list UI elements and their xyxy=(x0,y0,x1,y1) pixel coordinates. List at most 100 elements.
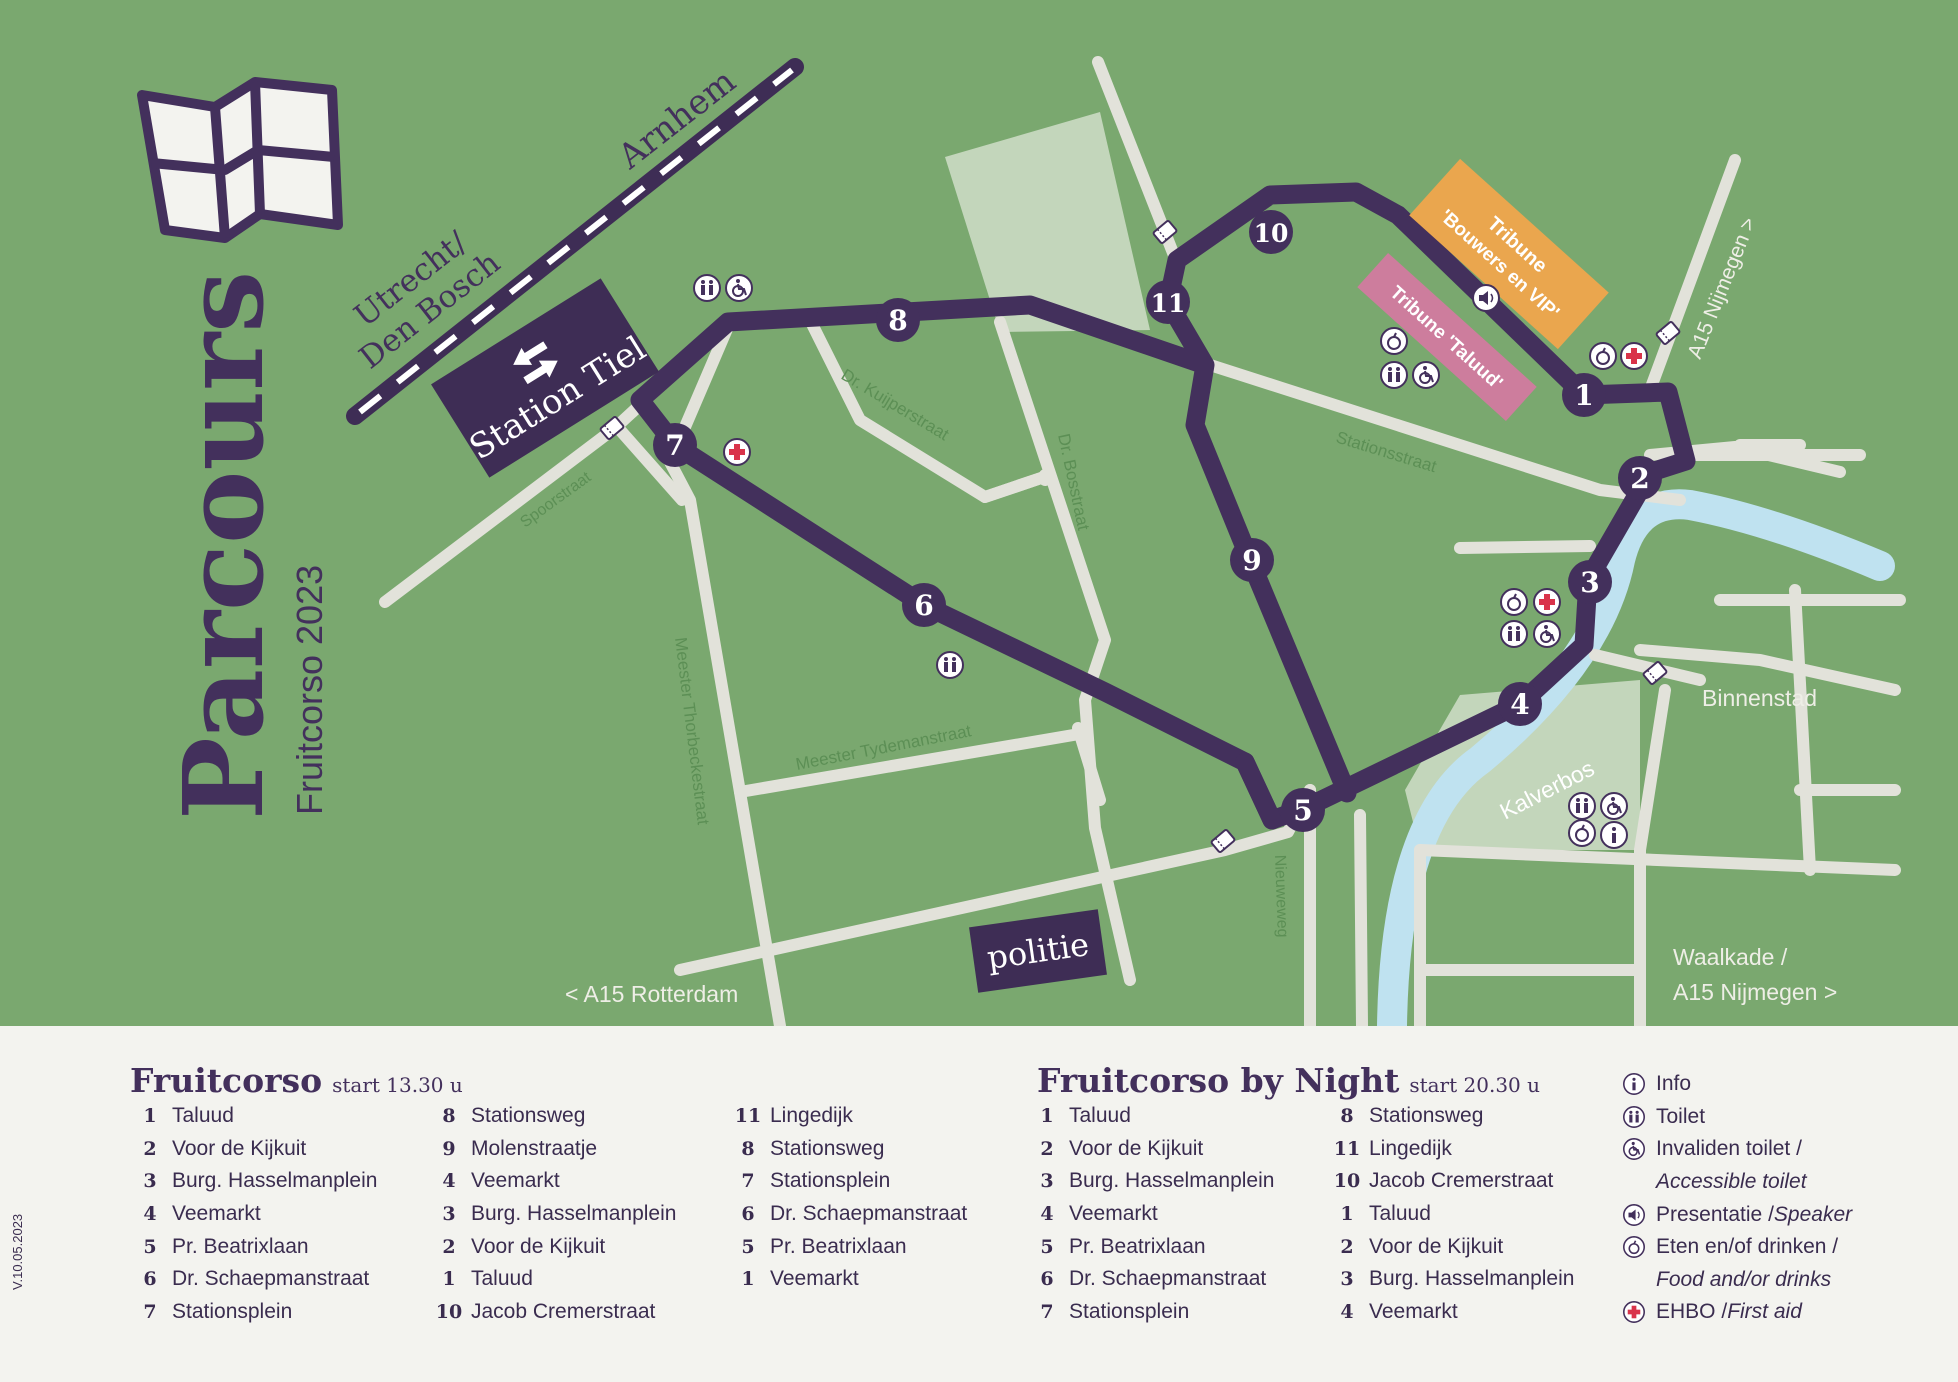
apple-icon[interactable] xyxy=(1380,327,1408,355)
route-marker-5[interactable]: 5 xyxy=(1281,788,1325,832)
route-marker-6[interactable]: 6 xyxy=(902,583,946,627)
police-station[interactable]: politie xyxy=(969,909,1107,993)
legend-item-number: 8 xyxy=(1340,1105,1354,1128)
route-marker-8[interactable]: 8 xyxy=(876,298,920,342)
first-aid-icon[interactable] xyxy=(1533,588,1561,616)
info-icon[interactable] xyxy=(1600,821,1628,849)
route-marker-7[interactable]: 7 xyxy=(653,423,697,467)
legend-item-number: 4 xyxy=(1040,1203,1054,1226)
toilet-icon[interactable] xyxy=(936,651,964,679)
legend-item-label: Dr. Schaepmanstraat xyxy=(770,1202,968,1226)
apple-icon xyxy=(1612,1236,1656,1259)
legend-item-label: Stationsplein xyxy=(172,1299,293,1323)
ns-logo-icon xyxy=(513,341,558,385)
toilet-icon[interactable] xyxy=(693,274,721,302)
legend-item-label: Stationsweg xyxy=(471,1104,586,1128)
legend-item-label: Burg. Hasselmanplein xyxy=(1369,1267,1575,1291)
legend-item-label: Voor de Kijkuit xyxy=(1069,1136,1204,1160)
legend-item-number: 5 xyxy=(1040,1235,1054,1258)
river-linge xyxy=(1377,489,1895,1026)
legend-item-number: 6 xyxy=(1040,1268,1054,1291)
speaker-icon[interactable] xyxy=(1472,284,1500,312)
wheelchair-icon[interactable] xyxy=(1412,361,1440,389)
legend-item-label: Stationsplein xyxy=(1069,1299,1190,1323)
toilet-icon[interactable] xyxy=(1568,792,1596,820)
legend-item: 2 Voor de Kijkuit xyxy=(1025,1133,1274,1166)
route-marker-2[interactable]: 2 xyxy=(1618,456,1662,500)
legend-item-label: Taluud xyxy=(172,1104,234,1128)
route-marker-circle xyxy=(902,583,946,627)
toilet-icon[interactable] xyxy=(1380,361,1408,389)
route-marker-3[interactable]: 3 xyxy=(1568,560,1612,604)
legend-item-number: 2 xyxy=(143,1137,157,1160)
legend-item-number: 8 xyxy=(741,1137,755,1160)
route-marker-number: 7 xyxy=(665,429,684,462)
wheelchair-icon[interactable] xyxy=(1533,620,1561,648)
route-marker-9[interactable]: 9 xyxy=(1230,538,1274,582)
route-marker-11[interactable]: 11 xyxy=(1146,280,1190,324)
map-subtitle: Fruitcorso 2023 xyxy=(289,565,330,815)
legend-item-label: Voor de Kijkuit xyxy=(1369,1234,1504,1258)
route-marker-circle xyxy=(1146,280,1190,324)
railway xyxy=(346,58,804,425)
key-item: Eten en/of drinken / xyxy=(1612,1231,1852,1264)
legend-item-label: Burg. Hasselmanplein xyxy=(471,1202,677,1226)
info-icon xyxy=(1612,1073,1656,1096)
key-item: Presentatie / Speaker xyxy=(1612,1198,1852,1231)
route-marker-1[interactable]: 1 xyxy=(1562,373,1606,417)
legend-item-number: 2 xyxy=(1340,1235,1354,1258)
label-binnenstad: Binnenstad xyxy=(1702,685,1817,711)
legend-item-number: 6 xyxy=(143,1268,157,1291)
legend-item-number: 2 xyxy=(1040,1137,1054,1160)
apple-icon[interactable] xyxy=(1500,588,1528,616)
route-marker-number: 1 xyxy=(1574,379,1593,412)
route-marker-number: 4 xyxy=(1510,688,1529,721)
toilet-icon[interactable] xyxy=(1500,620,1528,648)
apple-icon[interactable] xyxy=(1568,819,1596,847)
key-item: Invaliden toilet / xyxy=(1612,1133,1852,1166)
route-marker-circle xyxy=(876,298,920,342)
legend-item-number: 3 xyxy=(1340,1268,1354,1291)
apple-icon[interactable] xyxy=(1589,342,1617,370)
legend-item-label: Stationsplein xyxy=(770,1169,891,1193)
legend-item-number: 7 xyxy=(741,1170,755,1193)
legend-item: 3 Burg. Hasselmanplein xyxy=(1325,1263,1574,1296)
legend-item-number: 3 xyxy=(1040,1170,1054,1193)
legend-item-number: 1 xyxy=(741,1268,755,1291)
first-aid-icon[interactable] xyxy=(1620,342,1648,370)
route-marker-4[interactable]: 4 xyxy=(1498,682,1542,726)
first-aid-icon[interactable] xyxy=(723,438,751,466)
route-marker-10[interactable]: 10 xyxy=(1249,210,1293,254)
day-title-text: Fruitcorso xyxy=(130,1061,323,1100)
legend-item-number: 10 xyxy=(1333,1170,1361,1193)
legend-item-number: 11 xyxy=(734,1105,762,1128)
legend-item-number: 6 xyxy=(741,1203,755,1226)
wheelchair-icon[interactable] xyxy=(725,274,753,302)
legend-item-label: Voor de Kijkuit xyxy=(471,1234,606,1258)
legend-item-label: Jacob Cremerstraat xyxy=(1369,1169,1554,1193)
label-waalkade-2: A15 Nijmegen > xyxy=(1673,979,1837,1005)
route-markers: 1 2 3 4 5 6 7 8 9 10 11 xyxy=(653,210,1662,832)
wheelchair-icon[interactable] xyxy=(1600,792,1628,820)
legend-item-label: Pr. Beatrixlaan xyxy=(172,1234,309,1258)
